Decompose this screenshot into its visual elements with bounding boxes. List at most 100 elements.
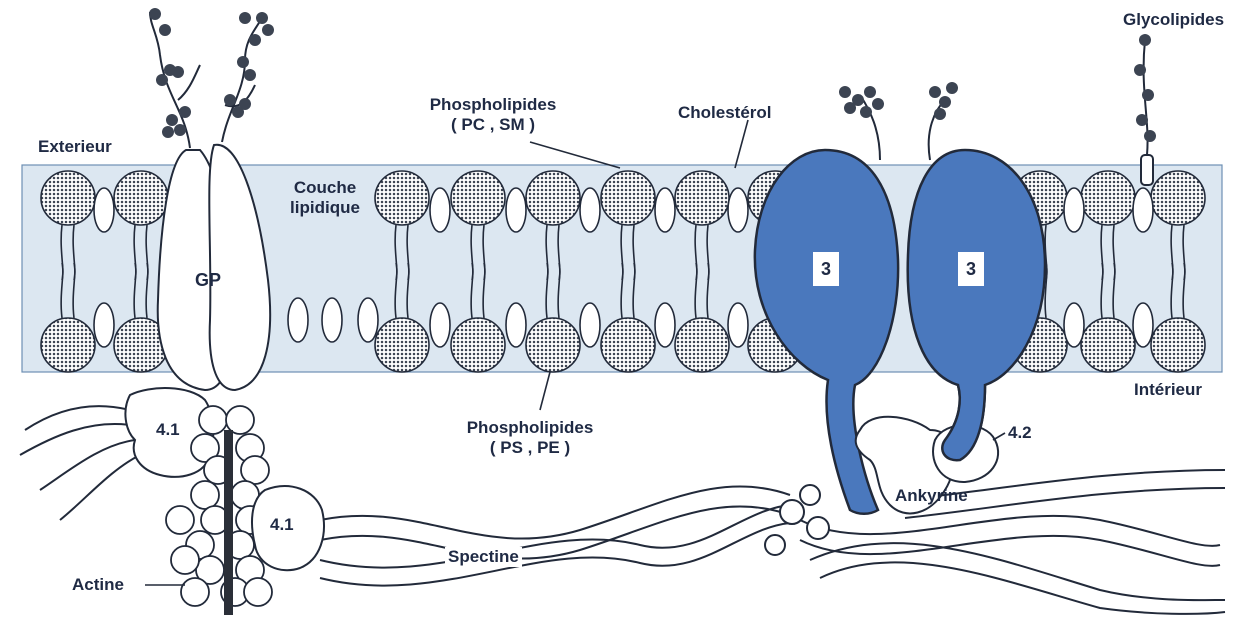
phospholipides-top-label: Phospholipides ( PC , SM ) (418, 95, 568, 135)
sugar-bead (939, 96, 951, 108)
ankyrine-label: Ankyrine (895, 486, 968, 506)
actin-monomer (191, 481, 219, 509)
phospholipid-head (451, 318, 505, 372)
sugar-bead (864, 86, 876, 98)
cholesterol-molecule (506, 188, 526, 232)
actin-monomer (241, 456, 269, 484)
band3-sugar-beads (839, 82, 958, 120)
sugar-bead (860, 106, 872, 118)
sugar-bead (934, 108, 946, 120)
band3-right-label: 3 (958, 252, 984, 286)
cholesterol-molecule (728, 303, 748, 347)
glycolipid (1141, 40, 1153, 185)
cholesterol-molecule (655, 188, 675, 232)
phospholipid-head (41, 171, 95, 225)
phospholipid-head (1151, 171, 1205, 225)
actin-monomer (181, 578, 209, 606)
cholesterol-molecule (580, 303, 600, 347)
cholesterol-molecule (430, 303, 450, 347)
phospholipid-head (601, 318, 655, 372)
cholesterol-molecule (1064, 303, 1084, 347)
cholesterol-molecule (94, 303, 114, 347)
sugar-bead (179, 106, 191, 118)
sugar-bead (1136, 114, 1148, 126)
phospholipides-bottom-label: Phospholipides ( PS , PE ) (455, 418, 605, 458)
phospho-bottom-line-2: ( PS , PE ) (455, 438, 605, 458)
actine-label: Actine (72, 575, 124, 595)
sugar-bead (872, 98, 884, 110)
phospholipid-head (375, 171, 429, 225)
sugar-bead (946, 82, 958, 94)
cholesterol-molecule (580, 188, 600, 232)
sugar-bead (239, 12, 251, 24)
cholesterol-molecule (1133, 303, 1153, 347)
sugar-bead (237, 56, 249, 68)
cholesterol-molecule (358, 298, 378, 342)
sugar-bead (156, 74, 168, 86)
cholesterol-molecule (506, 303, 526, 347)
sugar-bead (1134, 64, 1146, 76)
actin-core (224, 430, 233, 615)
sugar-bead (1144, 130, 1156, 142)
actin-monomer (171, 546, 199, 574)
phospholipid-head (675, 171, 729, 225)
cholesterol-molecule (655, 303, 675, 347)
sugar-bead (844, 102, 856, 114)
sugar-bead (149, 8, 161, 20)
phospholipid-head (375, 318, 429, 372)
band3-left-label: 3 (813, 252, 839, 286)
phospholipid-head (526, 171, 580, 225)
sugar-bead (159, 24, 171, 36)
sugar-bead (1142, 89, 1154, 101)
actin-monomer (199, 406, 227, 434)
interieur-label: Intérieur (1134, 380, 1202, 400)
couche-line-1: Couche (280, 178, 370, 198)
sugar-bead (174, 124, 186, 136)
phospholipid-head (1081, 171, 1135, 225)
gp-label: GP (195, 270, 221, 290)
exterieur-label: Exterieur (38, 137, 112, 157)
phospholipid-head (1151, 318, 1205, 372)
spectine-label: Spectine (445, 547, 522, 567)
cholesterol-label: Cholestérol (678, 103, 772, 123)
spectrin-junction (765, 485, 829, 555)
cholesterol-molecule (1133, 188, 1153, 232)
sugar-bead (929, 86, 941, 98)
sugar-bead (172, 66, 184, 78)
cholesterol-molecule (288, 298, 308, 342)
cholesterol-molecule (1064, 188, 1084, 232)
phospho-top-line-2: ( PC , SM ) (418, 115, 568, 135)
couche-lipidique-label: Couche lipidique (280, 178, 370, 218)
phospho-top-line-1: Phospholipides (418, 95, 568, 115)
phospholipid-head (526, 318, 580, 372)
phospholipid-head (114, 171, 168, 225)
sugar-bead (249, 34, 261, 46)
cholesterol-molecule (430, 188, 450, 232)
sugar-bead (256, 12, 268, 24)
protein-4-2-label: 4.2 (1008, 423, 1032, 443)
sugar-bead (244, 69, 256, 81)
couche-line-2: lipidique (280, 198, 370, 218)
sugar-bead (166, 114, 178, 126)
phospholipid-head (601, 171, 655, 225)
protein-4-1-bottom-label: 4.1 (270, 515, 294, 535)
phospholipid-head (451, 171, 505, 225)
sugar-bead (839, 86, 851, 98)
protein-4-1-top-label: 4.1 (156, 420, 180, 440)
sugar-bead (232, 106, 244, 118)
phospholipid-head (675, 318, 729, 372)
actin-monomer (226, 406, 254, 434)
phospholipid-head (41, 318, 95, 372)
actin-monomer (166, 506, 194, 534)
sugar-bead (262, 24, 274, 36)
actin-monomer (244, 578, 272, 606)
sugar-bead (1139, 34, 1151, 46)
phospholipid-head (1081, 318, 1135, 372)
glycolipides-label: Glycolipides (1123, 10, 1224, 30)
cholesterol-molecule (322, 298, 342, 342)
cholesterol-molecule (728, 188, 748, 232)
sugar-bead (162, 126, 174, 138)
sugar-bead (224, 94, 236, 106)
